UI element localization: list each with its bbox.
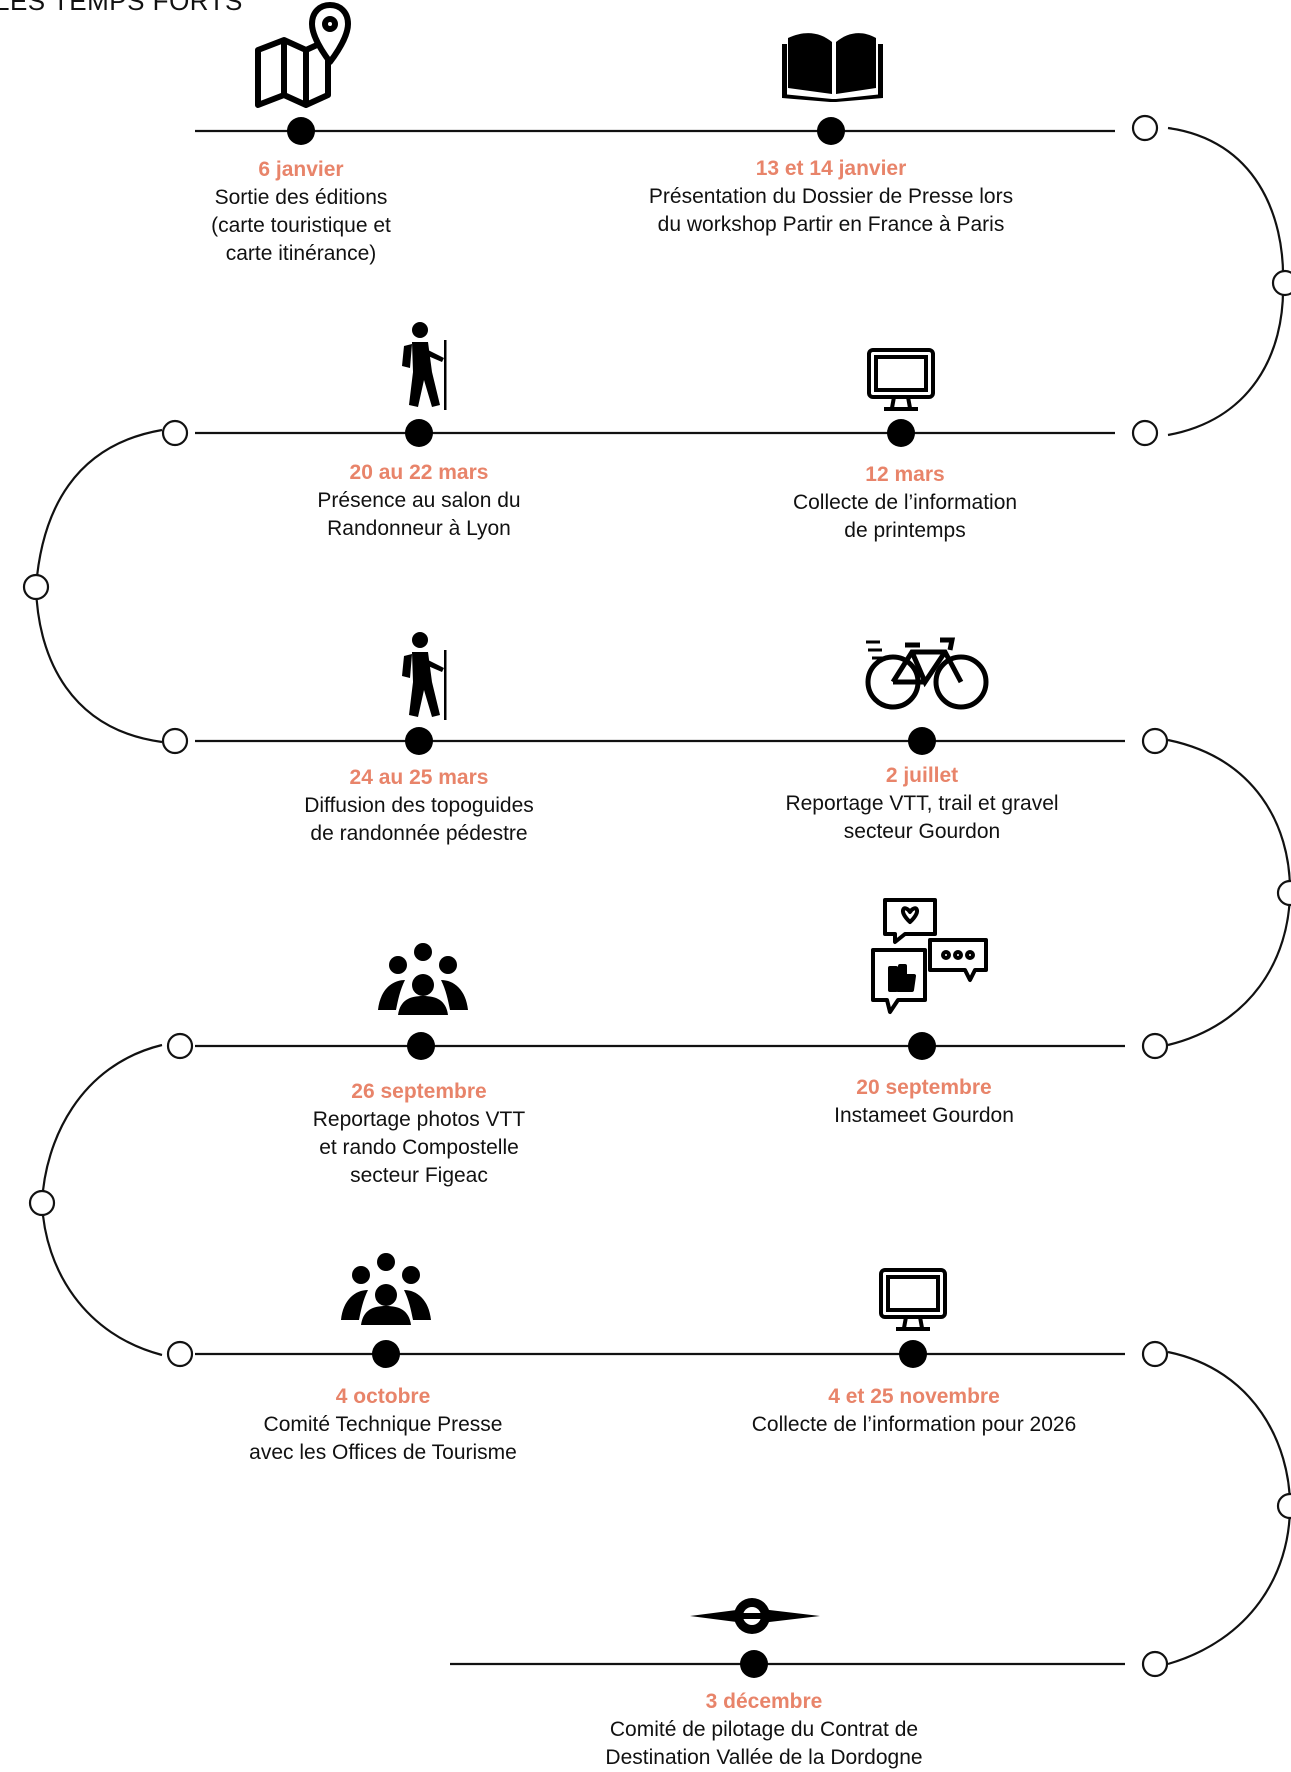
- event-dot: [405, 727, 433, 755]
- hollow-node: [1276, 1492, 1291, 1520]
- event-dot: [740, 1650, 768, 1678]
- hollow-node: [161, 727, 189, 755]
- event-text: Reportage VTT, trail et gravel: [785, 792, 1059, 815]
- social-chat-icon: [871, 898, 988, 1014]
- event-6-janvier: 6 janvier Sortie des éditions (carte tou…: [71, 156, 531, 268]
- event-date: 4 octobre: [335, 1385, 431, 1408]
- event-4-octobre: 4 octobre Comité Technique Presse avec l…: [153, 1383, 613, 1467]
- event-text: carte itinérance): [225, 242, 377, 265]
- hollow-node: [1131, 419, 1159, 447]
- hollow-node: [1271, 269, 1291, 297]
- hollow-node: [1141, 1340, 1169, 1368]
- event-text: Randonneur à Lyon: [327, 517, 511, 540]
- event-date: 26 septembre: [351, 1080, 487, 1103]
- event-2-juillet: 2 juillet Reportage VTT, trail et gravel…: [692, 762, 1152, 846]
- hollow-node: [1276, 879, 1291, 907]
- event-3-decembre: 3 décembre Comité de pilotage du Contrat…: [534, 1688, 994, 1772]
- hollow-node: [1141, 1650, 1169, 1678]
- hiker-icon: [402, 632, 447, 720]
- event-date: 20 au 22 mars: [349, 461, 489, 484]
- hollow-node: [1141, 1032, 1169, 1060]
- event-text: Collecte de l’information pour 2026: [751, 1413, 1077, 1436]
- event-dot: [887, 419, 915, 447]
- group-icon: [378, 943, 468, 1015]
- event-dot: [405, 419, 433, 447]
- hollow-node: [22, 573, 50, 601]
- event-text: secteur Figeac: [350, 1164, 488, 1187]
- event-text: Présentation du Dossier de Presse lors: [648, 185, 1014, 208]
- compass-rose-icon: [690, 1598, 820, 1634]
- event-dot: [908, 1032, 936, 1060]
- event-24-25-mars: 24 au 25 mars Diffusion des topoguides d…: [189, 764, 649, 848]
- group-icon: [341, 1253, 431, 1325]
- event-text: et rando Compostelle: [319, 1136, 519, 1159]
- event-4-25-novembre: 4 et 25 novembre Collecte de l’informati…: [684, 1383, 1144, 1439]
- event-text: Diffusion des topoguides: [304, 794, 534, 817]
- event-26-septembre: 26 septembre Reportage photos VTT et ran…: [189, 1078, 649, 1190]
- event-text: secteur Gourdon: [843, 820, 1001, 843]
- event-dot: [287, 117, 315, 145]
- bicycle-icon: [865, 637, 989, 710]
- page-title: LES TEMPS FORTS: [0, 0, 243, 16]
- hollow-node: [166, 1340, 194, 1368]
- event-date: 24 au 25 mars: [349, 766, 489, 789]
- event-13-14-janvier: 13 et 14 janvier Présentation du Dossier…: [601, 155, 1061, 239]
- event-text: avec les Offices de Tourisme: [249, 1441, 517, 1464]
- event-dot: [817, 117, 845, 145]
- event-dot: [908, 727, 936, 755]
- event-text: du workshop Partir en France à Paris: [657, 213, 1005, 236]
- event-date: 12 mars: [865, 463, 945, 486]
- event-text: Collecte de l’information: [792, 491, 1018, 514]
- hiker-icon: [402, 322, 447, 410]
- open-book-icon: [782, 33, 883, 102]
- monitor-icon: [879, 1268, 947, 1331]
- event-text: de printemps: [844, 519, 966, 542]
- event-text: Comité de pilotage du Contrat de: [609, 1718, 919, 1741]
- event-text: (carte touristique et: [211, 214, 391, 237]
- hollow-node: [1141, 727, 1169, 755]
- event-date: 20 septembre: [856, 1076, 992, 1099]
- monitor-icon: [867, 348, 935, 411]
- event-dot: [407, 1032, 435, 1060]
- event-date: 6 janvier: [258, 158, 344, 181]
- hollow-node: [28, 1189, 56, 1217]
- event-text: Reportage photos VTT: [312, 1108, 526, 1131]
- event-date: 3 décembre: [705, 1690, 823, 1713]
- event-dot: [372, 1340, 400, 1368]
- event-text: Destination Vallée de la Dordogne: [605, 1746, 923, 1769]
- event-text: Présence au salon du: [317, 489, 521, 512]
- event-12-mars: 12 mars Collecte de l’information de pri…: [675, 461, 1135, 545]
- event-text: Instameet Gourdon: [834, 1104, 1014, 1127]
- event-text: de randonnée pédestre: [310, 822, 528, 845]
- event-date: 13 et 14 janvier: [755, 157, 907, 180]
- map-pin-icon: [255, 2, 351, 108]
- event-text: Comité Technique Presse: [263, 1413, 503, 1436]
- event-date: 2 juillet: [885, 764, 959, 787]
- event-dot: [899, 1340, 927, 1368]
- hollow-node: [166, 1032, 194, 1060]
- hollow-node: [1131, 114, 1159, 142]
- event-20-septembre: 20 septembre Instameet Gourdon: [694, 1074, 1154, 1130]
- event-date: 4 et 25 novembre: [828, 1385, 1000, 1408]
- event-text: Sortie des éditions: [214, 186, 388, 209]
- event-20-22-mars: 20 au 22 mars Présence au salon du Rando…: [189, 459, 649, 543]
- hollow-node: [161, 419, 189, 447]
